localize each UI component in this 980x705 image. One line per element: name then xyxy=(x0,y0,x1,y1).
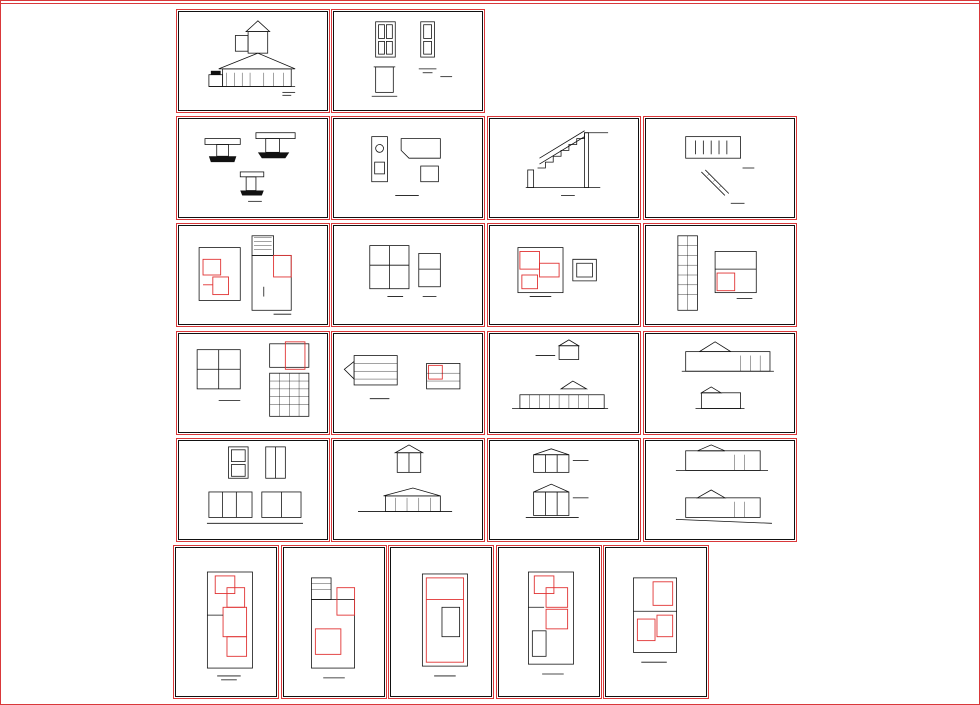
layout-sheet-stair-detail[interactable] xyxy=(643,116,797,220)
elevation-side-drawing xyxy=(512,339,609,409)
floor-plan-3-drawing xyxy=(517,247,597,297)
layout-sheet-floor-plan-roof[interactable] xyxy=(176,223,330,327)
layout-sheet-stair-section[interactable] xyxy=(487,116,641,220)
window-detail-drawing xyxy=(206,446,303,524)
elevation-drawing xyxy=(208,20,296,96)
layout-sheet-elevation-pair-2[interactable] xyxy=(643,438,797,542)
layout-sheet-elevation-house[interactable] xyxy=(176,9,330,113)
layout-sheet-portrait-plan-3[interactable] xyxy=(388,545,494,699)
layout-sheet-door-details[interactable] xyxy=(331,9,485,113)
portrait-plan-2-drawing xyxy=(311,577,356,679)
layout-sheet-portrait-plan-5[interactable] xyxy=(603,545,709,699)
ground-plan-grid-drawing xyxy=(196,341,310,417)
foundation-detail-drawing xyxy=(204,132,296,202)
layout-sheet-portrait-plan-2[interactable] xyxy=(281,545,387,699)
elevation-pair-drawing xyxy=(525,448,589,518)
layout-sheet-roof-framing[interactable] xyxy=(331,331,485,435)
floor-plan-roof-drawing xyxy=(198,235,292,315)
layout-sheet-ground-plan-grid[interactable] xyxy=(176,331,330,435)
floor-plan-2-drawing xyxy=(369,245,441,297)
bathroom-plan-drawing xyxy=(371,136,441,196)
portrait-plan-5-drawing xyxy=(633,577,677,663)
elevation-pair-2-drawing xyxy=(675,444,772,524)
layout-sheet-bathroom-plan[interactable] xyxy=(331,116,485,220)
layout-sheet-floor-plan-3[interactable] xyxy=(487,223,641,327)
portrait-plan-4-drawing xyxy=(528,571,574,675)
portrait-plan-1-drawing xyxy=(206,571,253,681)
layout-sheet-floor-plan-4[interactable] xyxy=(643,223,797,327)
stair-detail-drawing xyxy=(685,136,755,204)
door-detail-drawing xyxy=(371,21,453,97)
layout-sheet-floor-plan-2[interactable] xyxy=(331,223,485,327)
portrait-plan-3-drawing xyxy=(421,573,468,677)
elevation-front-drawing xyxy=(358,444,453,512)
layout-sheet-elevation-front[interactable] xyxy=(331,438,485,542)
layout-sheet-elevation-long[interactable] xyxy=(643,331,797,435)
elevation-long-drawing xyxy=(681,341,774,409)
layout-sheet-portrait-plan-4[interactable] xyxy=(496,545,602,699)
layout-sheet-foundation-details[interactable] xyxy=(176,116,330,220)
roof-framing-drawing xyxy=(343,355,461,400)
layout-sheet-elevation-side[interactable] xyxy=(487,331,641,435)
layout-sheet-window-details[interactable] xyxy=(176,438,330,542)
floor-plan-4-drawing xyxy=(677,235,757,311)
layout-sheet-portrait-plan-1[interactable] xyxy=(173,545,279,699)
stair-section-drawing xyxy=(525,130,609,196)
layout-sheet-elevation-pair[interactable] xyxy=(487,438,641,542)
